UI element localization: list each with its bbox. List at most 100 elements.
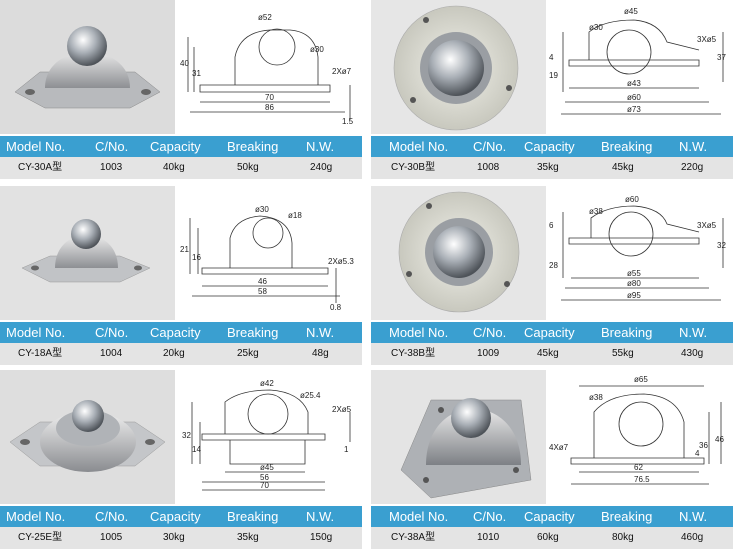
dim-holes: 2Xø5.3	[328, 257, 354, 266]
dim-h3: 4	[695, 449, 700, 458]
header-cno: C/No.	[95, 509, 129, 524]
dim-t: 1.5	[342, 117, 354, 126]
product-panel-cy-25e: ø42 ø25.4 32 14 2Xø5 ø45 56 70 1 Model N…	[0, 370, 362, 552]
cell-nw: 460g	[681, 532, 704, 543]
cell-cno: 1004	[100, 348, 123, 359]
dim-ball: ø30	[589, 23, 603, 32]
dim-t: 0.8	[330, 303, 342, 312]
header-nw: N.W.	[306, 509, 335, 524]
header-cno: C/No.	[473, 139, 507, 154]
header-capacity: Capacity	[150, 509, 201, 524]
product-photo	[0, 0, 175, 134]
cell-breaking: 55kg	[612, 348, 634, 359]
header-model: Model No.	[6, 509, 66, 524]
header-breaking: Breaking	[227, 139, 279, 154]
product-panel-cy-30b: ø45 ø30 19 4 3Xø5 37 ø43 ø60 ø73 Model N…	[371, 0, 733, 182]
header-capacity: Capacity	[524, 139, 575, 154]
spec-table-header: Model No. C/No. Capacity Breaking N.W.	[0, 136, 362, 157]
cell-capacity: 35kg	[537, 162, 559, 173]
dim-ball: ø30	[310, 45, 324, 54]
header-nw: N.W.	[679, 509, 708, 524]
header-cno: C/No.	[473, 509, 507, 524]
cell-breaking: 45kg	[612, 162, 634, 173]
cell-nw: 220g	[681, 162, 704, 173]
dim-top: ø65	[634, 375, 648, 384]
cell-cno: 1008	[477, 162, 500, 173]
header-cno: C/No.	[95, 325, 129, 340]
cell-capacity: 60kg	[537, 532, 559, 543]
header-nw: N.W.	[679, 325, 708, 340]
spec-table-header: Model No. C/No. Capacity Breaking N.W.	[0, 322, 362, 343]
dim-ball: ø38	[589, 393, 603, 402]
header-model: Model No.	[389, 325, 449, 340]
spec-table-row: CY-38B型 1009 45kg 55kg 430g	[371, 343, 733, 365]
spec-table-row: CY-30B型 1008 35kg 45kg 220g	[371, 157, 733, 179]
dim-h2: 31	[192, 69, 201, 78]
header-cno: C/No.	[95, 139, 129, 154]
spec-table-row: CY-25E型 1005 30kg 35kg 150g	[0, 527, 362, 549]
dim-h1: 28	[549, 261, 558, 270]
header-model: Model No.	[6, 325, 66, 340]
cell-nw: 150g	[310, 532, 333, 543]
header-nw: N.W.	[306, 325, 335, 340]
cell-nw: 48g	[312, 348, 329, 359]
dim-w1: 70	[265, 93, 274, 102]
product-panel-cy-18a: ø30 ø18 21 16 2Xø5.3 46 58 0.8 Model No.…	[0, 186, 362, 368]
header-model: Model No.	[389, 509, 449, 524]
dim-w2: 70	[260, 481, 269, 490]
dim-h2: 16	[192, 253, 201, 262]
technical-drawing: ø65 ø38 4Xø7 36 46 4 62 76.5	[549, 372, 731, 502]
dim-top: ø52	[258, 13, 272, 22]
product-panel-cy-38a: ø65 ø38 4Xø7 36 46 4 62 76.5 Model No. C…	[371, 370, 733, 552]
dim-w2: 76.5	[634, 475, 650, 484]
cell-breaking: 80kg	[612, 532, 634, 543]
dim-ball: ø38	[589, 207, 603, 216]
header-capacity: Capacity	[150, 139, 201, 154]
dim-holes: 2Xø7	[332, 67, 352, 76]
header-breaking: Breaking	[227, 325, 279, 340]
spec-table-header: Model No. C/No. Capacity Breaking N.W.	[0, 506, 362, 527]
product-photo	[371, 370, 546, 504]
dim-w1: 56	[260, 473, 269, 482]
dim-d3: ø95	[627, 291, 641, 300]
dim-w0: ø45	[260, 463, 274, 472]
cell-model: CY-30A型	[18, 162, 63, 173]
dim-d2: ø60	[627, 93, 641, 102]
technical-drawing: ø42 ø25.4 32 14 2Xø5 ø45 56 70 1	[180, 372, 360, 502]
product-photo	[0, 186, 175, 320]
dim-h1: 32	[182, 431, 191, 440]
cell-model: CY-30B型	[391, 162, 436, 173]
product-photo	[0, 370, 175, 504]
cell-breaking: 25kg	[237, 348, 259, 359]
cell-capacity: 30kg	[163, 532, 185, 543]
spec-table-header: Model No. C/No. Capacity Breaking N.W.	[371, 136, 733, 157]
dim-w1: 62	[634, 463, 643, 472]
dim-d2: ø80	[627, 279, 641, 288]
dim-holes: 3Xø5	[697, 35, 717, 44]
cell-nw: 430g	[681, 348, 704, 359]
header-cno: C/No.	[473, 325, 507, 340]
cell-model: CY-18A型	[18, 348, 63, 359]
dim-holes: 3Xø5	[697, 221, 717, 230]
product-panel-cy-30a: ø52 ø30 40 31 2Xø7 70 86 1.5 Model No. C…	[0, 0, 362, 182]
header-breaking: Breaking	[227, 509, 279, 524]
cell-capacity: 45kg	[537, 348, 559, 359]
header-breaking: Breaking	[601, 139, 653, 154]
header-capacity: Capacity	[524, 325, 575, 340]
dim-ball: ø18	[288, 211, 302, 220]
spec-table-row: CY-18A型 1004 20kg 25kg 48g	[0, 343, 362, 365]
spec-table-header: Model No. C/No. Capacity Breaking N.W.	[371, 322, 733, 343]
cell-cno: 1009	[477, 348, 500, 359]
technical-drawing: ø30 ø18 21 16 2Xø5.3 46 58 0.8	[180, 188, 360, 318]
dim-h1: 21	[180, 245, 189, 254]
dim-h3: 32	[717, 241, 726, 250]
dim-top: ø60	[625, 195, 639, 204]
cell-capacity: 20kg	[163, 348, 185, 359]
cell-cno: 1003	[100, 162, 123, 173]
dim-ball: ø25.4	[300, 391, 321, 400]
cell-cno: 1010	[477, 532, 500, 543]
spec-table-row: CY-30A型 1003 40kg 50kg 240g	[0, 157, 362, 179]
product-photo	[371, 186, 546, 320]
dim-t: 1	[344, 445, 349, 454]
dim-top: ø30	[255, 205, 269, 214]
